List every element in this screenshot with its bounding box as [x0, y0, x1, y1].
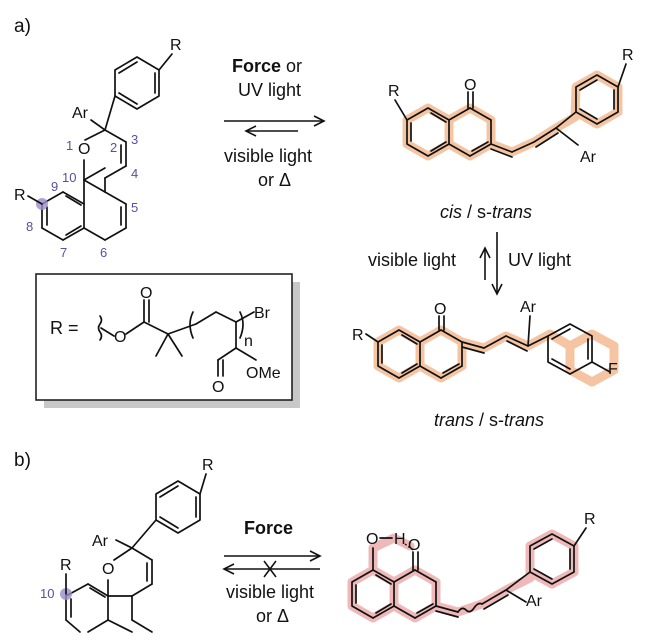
phenyl-ring-a: [114, 56, 160, 110]
repeat-bracket-right: [239, 311, 244, 339]
merocyanine-hydrogen-bonded: O O H Ar R: [347, 511, 596, 623]
bromine-label: Br: [254, 305, 271, 322]
equilibrium-arrows-a-vertical: visible light UV light: [368, 232, 571, 296]
cis-strans-label: cis / s-trans: [440, 202, 532, 222]
vertical-uv-light-label: UV light: [508, 250, 571, 270]
hydroxyl-hydrogen-b: H: [394, 531, 406, 548]
merocyanine-trans-strans: O R Ar F: [352, 299, 619, 387]
oxygen-label-b1: O: [102, 561, 114, 578]
ar-label-a2: Ar: [580, 149, 597, 166]
panel-label-a: a): [14, 16, 31, 37]
r-group-definition-box: R = O O Br n O OMe: [35, 273, 300, 408]
num-1: 1: [66, 138, 73, 153]
repeat-n-label: n: [244, 333, 253, 350]
blocked-cross-2: [263, 560, 277, 578]
merocyanine-cis-strans: O R Ar R: [388, 47, 634, 166]
uv-light-label: UV light: [238, 80, 301, 100]
wavy-bond-b: [457, 602, 483, 613]
ar-label-b2: Ar: [526, 593, 543, 610]
naphthopyran-closed-a: R Ar O R 1 2: [14, 37, 182, 260]
carbonyl-oxygen-a1: O: [464, 77, 476, 94]
repeat-bracket-left: [189, 311, 194, 339]
ar-label-b1: Ar: [92, 533, 109, 550]
num-4: 4: [131, 166, 138, 181]
carbonyl-oxygen-b: O: [408, 537, 420, 554]
naphthopyran-closed-b: R Ar O R 10: [40, 457, 214, 633]
visible-light-label: visible light: [224, 146, 312, 166]
r-label-a4: R: [622, 47, 634, 64]
num-5: 5: [131, 200, 138, 215]
oxygen-label-a1: O: [78, 141, 90, 158]
ome-label: OMe: [246, 365, 281, 382]
wavy-attachment: [97, 315, 103, 341]
equilibrium-arrows-a-top: Force or UV light visible light or Δ: [224, 56, 326, 190]
ester-oxygen-box: O: [114, 329, 126, 346]
or-delta-label: or Δ: [258, 170, 291, 190]
num-9: 9: [51, 179, 58, 194]
num-10: 10: [62, 170, 76, 185]
num-3: 3: [131, 132, 138, 147]
hydrogen-bond: [404, 543, 414, 551]
carbonyl-oxygen-a2: O: [434, 301, 446, 318]
num-7: 7: [60, 245, 67, 260]
num-8: 8: [26, 219, 33, 234]
visible-light-label-b: visible light: [226, 582, 314, 602]
num-10-b: 10: [40, 586, 54, 601]
ar-label-a1: Ar: [72, 105, 89, 122]
hydroxyl-oxygen-b: O: [366, 531, 378, 548]
ar-label-a3: Ar: [520, 299, 537, 316]
panel-label-b: b): [14, 450, 31, 471]
r-label-a3: R: [388, 83, 400, 100]
vertical-visible-light-label: visible light: [368, 250, 456, 270]
r-label-a6-partial: F: [608, 361, 618, 378]
r-label-b3: R: [584, 511, 596, 528]
r-equals-label: R =: [50, 318, 79, 338]
or-delta-label-b: or Δ: [256, 606, 289, 626]
r-label-a2: R: [14, 187, 26, 204]
r-label-a5: R: [352, 327, 364, 344]
force-uv-label: Force or: [232, 56, 302, 76]
carbonyl-oxygen-box: O: [140, 285, 152, 302]
r-label-b1: R: [202, 457, 214, 474]
r-label-a1: R: [170, 37, 182, 54]
num-2: 2: [110, 140, 117, 155]
force-label-b: Force: [244, 518, 293, 538]
equilibrium-arrows-b: Force visible light or Δ: [222, 518, 322, 626]
r-label-b2: R: [60, 557, 72, 574]
num-6: 6: [100, 245, 107, 260]
ester-carbonyl-oxygen-box: O: [212, 379, 224, 396]
trans-strans-label: trans / s-trans: [434, 410, 544, 430]
